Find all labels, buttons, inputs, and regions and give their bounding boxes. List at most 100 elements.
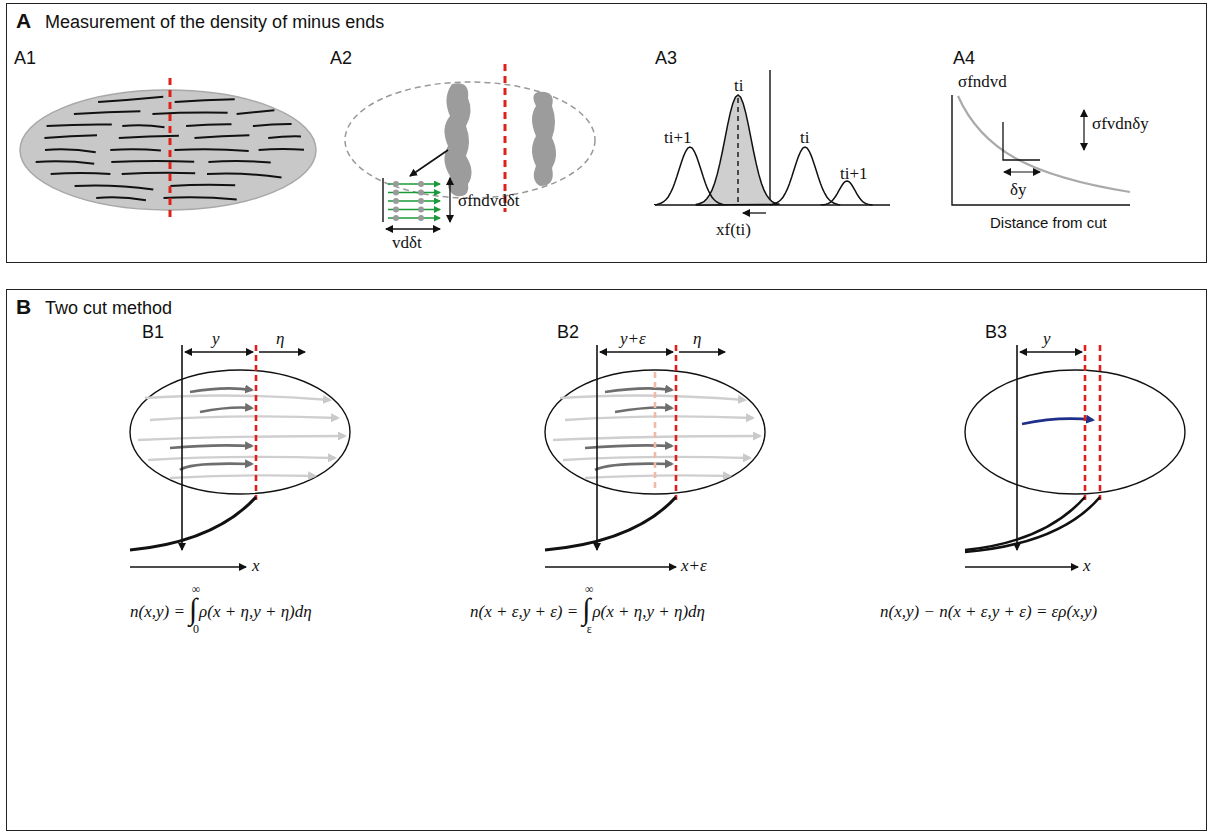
annotation-label: B1 — [142, 322, 164, 343]
microtubule — [237, 110, 275, 114]
annotation-label: ti — [800, 128, 809, 148]
intensity-peak — [770, 147, 840, 205]
line-art — [596, 345, 598, 550]
panel-letter: B — [16, 295, 31, 319]
speckle — [418, 190, 424, 196]
line-art — [449, 178, 450, 222]
microtubule — [74, 111, 140, 114]
path-art — [1022, 419, 1093, 424]
line-art — [1084, 345, 1087, 500]
line-art — [1016, 345, 1018, 550]
microtubule — [75, 185, 154, 189]
annotation-label: A2 — [330, 48, 352, 69]
spindle-a1 — [20, 78, 316, 222]
annotation-label: ti+1 — [840, 164, 868, 184]
speckle — [393, 215, 399, 221]
microtubule — [119, 136, 179, 138]
line-art — [185, 351, 253, 352]
g-art — [388, 181, 440, 221]
speckle — [418, 181, 424, 187]
microtubule — [152, 113, 227, 114]
line-art — [743, 212, 766, 213]
line-art — [965, 566, 1078, 567]
path-art — [965, 497, 1100, 552]
speckle — [393, 181, 399, 187]
plot-a4 — [952, 95, 1130, 205]
formula-part: y — [212, 329, 220, 349]
formula-part: ρ(x + η,y + η)dη — [592, 602, 705, 622]
annotation-label: Distance from cut — [990, 214, 1107, 231]
line-art — [504, 64, 507, 212]
microtubule — [122, 173, 196, 174]
microtubule — [186, 124, 231, 126]
g-art — [585, 388, 672, 470]
path-art — [958, 96, 1130, 192]
path-art — [200, 408, 252, 413]
annotation-label: σfndvd — [958, 72, 1007, 92]
line-art — [259, 351, 305, 352]
spindle-b3 — [965, 345, 1185, 567]
path-art — [952, 95, 1130, 205]
annotation-label: A4 — [953, 48, 975, 69]
intensity-peak — [655, 147, 725, 205]
microtubule — [207, 173, 282, 177]
formula-part: n(x,y) = — [130, 602, 185, 622]
formula-part: y+ε — [620, 329, 646, 349]
path-art — [595, 464, 672, 470]
speckle — [418, 198, 424, 204]
line-art — [255, 345, 258, 500]
microtubule — [51, 173, 111, 174]
microtubule — [110, 149, 161, 150]
annotation-label: ti — [734, 76, 743, 96]
line-art — [1083, 110, 1084, 150]
path-art — [190, 388, 252, 392]
annotation-label: σfndvdδt — [458, 191, 520, 211]
microtubule — [98, 97, 163, 102]
microtubule — [96, 197, 146, 200]
formula-part: x — [252, 556, 260, 576]
formula-part: x — [1083, 556, 1091, 576]
formula-part: ∞ — [192, 583, 201, 595]
path-art — [545, 497, 676, 550]
annotation-label: B3 — [985, 322, 1007, 343]
spindle-a2 — [345, 64, 595, 229]
formula-part: η — [693, 329, 701, 349]
line-art — [679, 351, 725, 352]
formula-part: ∫ — [189, 594, 197, 624]
annotation-label: B2 — [557, 322, 579, 343]
microtubule — [208, 161, 270, 162]
microtubule — [36, 161, 94, 163]
use-art — [138, 395, 345, 478]
annotation-label: A1 — [14, 48, 36, 69]
microtubule — [175, 99, 235, 102]
path-art — [180, 464, 252, 470]
microtubule — [111, 161, 194, 162]
panel-title: Measurement of the density of minus ends — [45, 12, 384, 33]
annotation-label: δy — [1010, 180, 1027, 200]
g-art — [655, 95, 873, 205]
microtubule — [47, 124, 112, 126]
g-art — [36, 97, 304, 200]
microtubule — [164, 197, 237, 199]
line-art — [545, 566, 676, 567]
profile-a3 — [655, 70, 890, 213]
formula-part: 0 — [193, 623, 199, 635]
line-art — [737, 98, 738, 205]
microtubule — [175, 149, 249, 151]
path-art — [605, 388, 672, 392]
path-art — [444, 83, 471, 196]
line-art — [169, 78, 172, 222]
speckle — [393, 198, 399, 204]
microtubule — [253, 124, 292, 126]
annotation-label: σfvdnδy — [1092, 114, 1149, 134]
microtubule — [170, 185, 235, 186]
speckle — [418, 207, 424, 213]
microtubule — [195, 135, 250, 138]
panel-frame: BTwo cut method — [6, 289, 1207, 831]
line-art — [1004, 171, 1040, 172]
speckle — [393, 207, 399, 213]
formula-part: y — [1043, 329, 1051, 349]
formula-part: ∞ — [585, 583, 594, 595]
formula-part: x+ε — [681, 556, 707, 576]
